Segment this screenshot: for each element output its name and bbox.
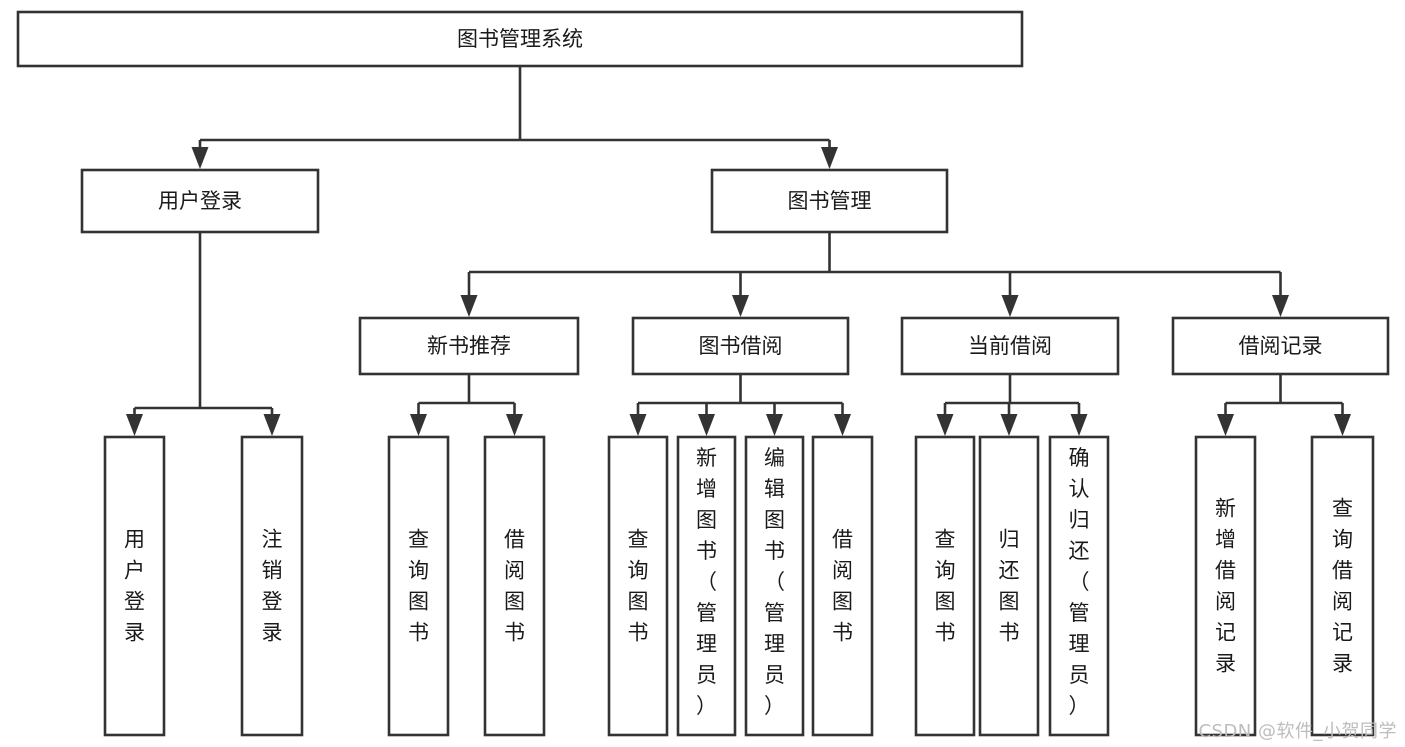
node-label-leaf-add-book-admin: 新增图书（管理员） <box>696 446 717 718</box>
edges-layer <box>126 66 1351 436</box>
node-leaf-query-book-current[interactable]: 查询图书 <box>914 435 976 737</box>
node-borrow-record[interactable]: 借阅记录 <box>1171 316 1390 376</box>
node-box-user-login[interactable] <box>80 168 320 234</box>
node-box-root[interactable] <box>16 10 1024 68</box>
node-box-leaf-query-book-borrow[interactable] <box>607 435 669 737</box>
node-leaf-add-borrow-record[interactable]: 新增借阅记录 <box>1194 435 1257 737</box>
node-box-leaf-confirm-return-admin[interactable] <box>1048 435 1110 737</box>
node-label-book-manage: 图书管理 <box>788 189 872 213</box>
node-book-manage[interactable]: 图书管理 <box>710 168 949 234</box>
node-box-leaf-borrow-book-rec[interactable] <box>483 435 546 737</box>
node-box-leaf-query-borrow-record[interactable] <box>1310 435 1375 737</box>
node-label-leaf-borrow-book: 借阅图书 <box>832 528 853 645</box>
node-leaf-query-borrow-record[interactable]: 查询借阅记录 <box>1310 435 1375 737</box>
node-leaf-query-book-rec[interactable]: 查询图书 <box>387 435 450 737</box>
node-box-leaf-logout-login[interactable] <box>240 435 304 737</box>
node-box-leaf-add-borrow-record[interactable] <box>1194 435 1257 737</box>
node-leaf-borrow-book-rec[interactable]: 借阅图书 <box>483 435 546 737</box>
node-label-borrow-record: 借阅记录 <box>1239 334 1323 358</box>
node-label-leaf-logout-login: 注销登录 <box>262 528 283 645</box>
node-box-leaf-borrow-book[interactable] <box>811 435 874 737</box>
node-label-leaf-query-book-rec: 查询图书 <box>408 528 429 645</box>
node-leaf-borrow-book[interactable]: 借阅图书 <box>811 435 874 737</box>
node-label-leaf-query-book-borrow: 查询图书 <box>628 528 649 645</box>
node-box-leaf-add-book-admin[interactable] <box>676 435 737 737</box>
edge-group-user-login <box>126 232 281 436</box>
node-box-book-borrow[interactable] <box>631 316 850 376</box>
node-box-borrow-record[interactable] <box>1171 316 1390 376</box>
node-label-leaf-confirm-return-admin: 确认归还（管理员） <box>1069 446 1090 718</box>
node-leaf-user-login[interactable]: 用户登录 <box>103 435 166 737</box>
node-label-leaf-add-borrow-record: 新增借阅记录 <box>1215 497 1236 676</box>
node-box-leaf-query-book-rec[interactable] <box>387 435 450 737</box>
node-book-borrow[interactable]: 图书借阅 <box>631 316 850 376</box>
node-label-leaf-query-borrow-record: 查询借阅记录 <box>1332 497 1353 676</box>
node-leaf-logout-login[interactable]: 注销登录 <box>240 435 304 737</box>
node-label-leaf-return-book: 归还图书 <box>999 528 1020 645</box>
node-label-new-book-recommend: 新书推荐 <box>427 334 511 358</box>
node-leaf-add-book-admin[interactable]: 新增图书（管理员） <box>676 435 737 737</box>
node-box-book-manage[interactable] <box>710 168 949 234</box>
edge-group-book-manage <box>460 232 1289 317</box>
node-label-leaf-borrow-book-rec: 借阅图书 <box>504 528 525 645</box>
node-leaf-return-book[interactable]: 归还图书 <box>978 435 1040 737</box>
node-box-leaf-return-book[interactable] <box>978 435 1040 737</box>
node-box-new-book-recommend[interactable] <box>358 316 580 376</box>
node-leaf-edit-book-admin[interactable]: 编辑图书（管理员） <box>744 435 805 737</box>
edge-group-borrow-record <box>1217 374 1351 436</box>
node-box-leaf-query-book-current[interactable] <box>914 435 976 737</box>
node-new-book-recommend[interactable]: 新书推荐 <box>358 316 580 376</box>
edge-group-root <box>191 66 838 169</box>
node-label-root: 图书管理系统 <box>457 27 583 51</box>
node-label-leaf-query-book-current: 查询图书 <box>935 528 956 645</box>
node-box-current-borrow[interactable] <box>900 316 1120 376</box>
nodes-layer: 图书管理系统用户登录图书管理新书推荐图书借阅当前借阅借阅记录用户登录注销登录查询… <box>16 10 1390 737</box>
watermark-label: CSDN @软件_小贺同学 <box>1198 721 1397 742</box>
node-box-leaf-user-login[interactable] <box>103 435 166 737</box>
edge-group-current-borrow <box>936 374 1088 436</box>
node-box-leaf-edit-book-admin[interactable] <box>744 435 805 737</box>
node-current-borrow[interactable]: 当前借阅 <box>900 316 1120 376</box>
edge-group-new-book-recommend <box>410 374 523 436</box>
node-label-leaf-edit-book-admin: 编辑图书（管理员） <box>764 446 785 718</box>
node-label-leaf-user-login: 用户登录 <box>124 528 145 645</box>
node-label-user-login: 用户登录 <box>158 189 242 213</box>
node-leaf-confirm-return-admin[interactable]: 确认归还（管理员） <box>1048 435 1110 737</box>
node-leaf-query-book-borrow[interactable]: 查询图书 <box>607 435 669 737</box>
edge-group-book-borrow <box>629 374 851 436</box>
node-label-book-borrow: 图书借阅 <box>699 334 783 358</box>
node-label-current-borrow: 当前借阅 <box>968 334 1052 358</box>
node-user-login[interactable]: 用户登录 <box>80 168 320 234</box>
node-root[interactable]: 图书管理系统 <box>16 10 1024 68</box>
